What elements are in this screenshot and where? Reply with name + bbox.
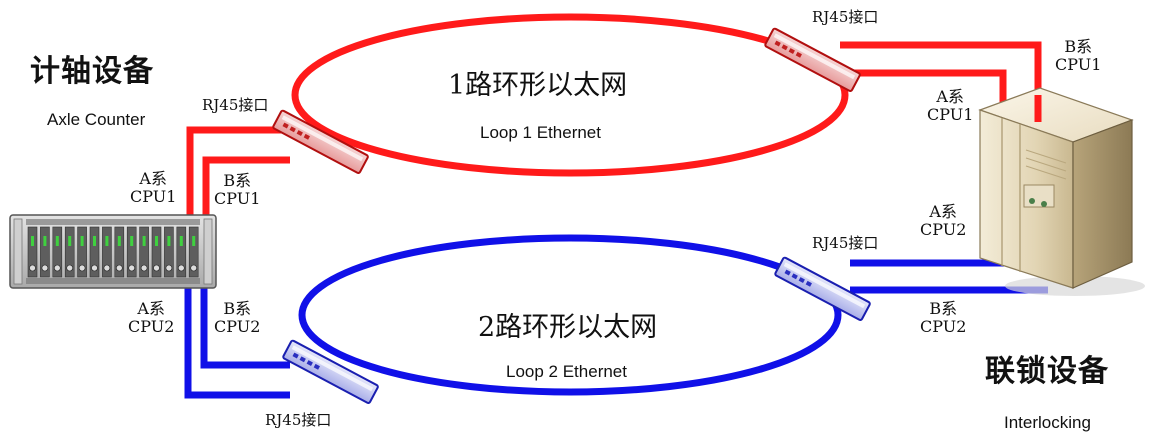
inter-a-cpu2-cpu: CPU2	[920, 220, 967, 240]
rack-card-knob	[41, 264, 49, 272]
inter-a-cpu1-label: A系 CPU1	[927, 87, 974, 125]
rack-card-knob	[190, 264, 197, 272]
rack-card-led	[117, 236, 121, 246]
rack-card-knob	[53, 264, 61, 272]
loop2-link-a-cpu2	[184, 285, 290, 399]
rack-card	[89, 226, 100, 278]
inter-b-cpu1-label: B系 CPU1	[1055, 37, 1102, 75]
rack-card	[164, 226, 174, 278]
rack-card-led	[43, 236, 47, 246]
rack-card-led	[55, 236, 59, 246]
loop2-ring	[298, 234, 842, 396]
inter-a-cpu1-cpu: CPU1	[927, 105, 974, 125]
rack-card	[77, 226, 87, 278]
rack-card-led	[105, 236, 109, 246]
rack-card-knob	[66, 264, 73, 272]
inter-a-cpu2-label: A系 CPU2	[920, 202, 967, 240]
rack-card	[126, 226, 137, 278]
rack-card-knob	[29, 264, 36, 272]
rack-card-led	[142, 236, 146, 246]
switch-loop1-left	[272, 109, 369, 174]
rack-card	[64, 226, 75, 278]
axle-b-cpu1-cpu: CPU1	[214, 189, 261, 209]
rack-card	[139, 226, 149, 278]
inter-a-cpu1-system: A系	[936, 87, 964, 106]
loop2-link-b-cpu2	[200, 285, 290, 369]
rack-card-led	[31, 236, 34, 246]
loop1-link-b-cpu1	[202, 156, 290, 215]
switch-loop2-left	[282, 339, 379, 404]
rack-card-knob	[153, 264, 160, 272]
loop1-lines	[186, 13, 1042, 215]
inter-b-cpu2-system: B系	[929, 299, 958, 318]
rack-card-knob	[91, 264, 98, 272]
loop1-ring	[291, 13, 849, 177]
rack-card	[188, 226, 199, 278]
rack-card	[52, 226, 63, 278]
inter-b-cpu1-system: B系	[1064, 37, 1093, 56]
axle-a-cpu2-label: A系 CPU2	[128, 299, 175, 337]
rack-card	[114, 226, 125, 278]
rack-card-led	[80, 236, 84, 246]
axle-b-cpu2-label: B系 CPU2	[214, 299, 261, 337]
axle-b-cpu1-system: B系	[223, 171, 252, 190]
rack-card	[27, 226, 38, 278]
loop1-link-a-cpu1	[186, 126, 290, 215]
switch-loop1-right	[764, 27, 861, 92]
interlocking-server-icon	[978, 87, 1145, 296]
rack-card-led	[179, 236, 183, 246]
switch-loop2-right	[774, 256, 871, 321]
rack-card-knob	[140, 264, 148, 272]
axle-b-cpu2-cpu: CPU2	[214, 317, 261, 337]
rack-card-knob	[128, 264, 135, 272]
rack-card	[102, 226, 112, 278]
rack-card-knob	[165, 264, 173, 272]
axle-counter-title-zh: 计轴设备	[30, 54, 154, 89]
loop2-title-en: Loop 2 Ethernet	[506, 362, 627, 381]
axle-b-cpu2-system: B系	[223, 299, 252, 318]
inter-b-cpu2-label: B系 CPU2	[920, 299, 967, 337]
loop1-title-en: Loop 1 Ethernet	[480, 123, 601, 142]
port-label-loop1-right: RJ45接口	[812, 8, 879, 26]
rack-card-led	[130, 236, 134, 246]
rack-card	[151, 226, 162, 278]
axle-counter-rack-icon	[9, 214, 217, 289]
port-label-loop1-left: RJ45接口	[202, 96, 269, 114]
rack-card-knob	[178, 264, 185, 272]
rack-card	[40, 226, 50, 278]
rack-card-led	[93, 236, 96, 246]
axle-b-cpu1-label: B系 CPU1	[214, 171, 261, 209]
axle-a-cpu1-label: A系 CPU1	[130, 169, 177, 207]
axle-a-cpu1-system: A系	[139, 169, 167, 188]
axle-a-cpu1-cpu: CPU1	[130, 187, 177, 207]
inter-a-cpu2-system: A系	[929, 202, 957, 221]
rack-card-led	[167, 236, 171, 246]
loop2-title-zh: 2路环形以太网	[478, 312, 658, 343]
port-label-loop2-left: RJ45接口	[265, 411, 332, 429]
rack-card-led	[192, 236, 196, 246]
rack-card-knob	[103, 264, 111, 272]
inter-b-cpu2-cpu: CPU2	[920, 317, 967, 337]
port-label-loop2-right: RJ45接口	[812, 234, 879, 252]
rack-card-led	[155, 236, 158, 246]
loop1-link-a-cpu1-inter	[840, 69, 1007, 103]
loop1-title-zh: 1路环形以太网	[448, 70, 628, 101]
inter-b-cpu1-cpu: CPU1	[1055, 55, 1102, 75]
interlocking-title-zh: 联锁设备	[985, 354, 1109, 389]
axle-a-cpu2-system: A系	[137, 299, 165, 318]
rack-card-knob	[116, 264, 123, 272]
rack-card	[176, 226, 187, 278]
rack-card-led	[68, 236, 72, 246]
axle-counter-title-en: Axle Counter	[47, 110, 146, 129]
rack-card-knob	[78, 264, 86, 272]
interlocking-title-en: Interlocking	[1004, 413, 1091, 432]
axle-a-cpu2-cpu: CPU2	[128, 317, 175, 337]
loop2-lines	[184, 234, 1048, 399]
